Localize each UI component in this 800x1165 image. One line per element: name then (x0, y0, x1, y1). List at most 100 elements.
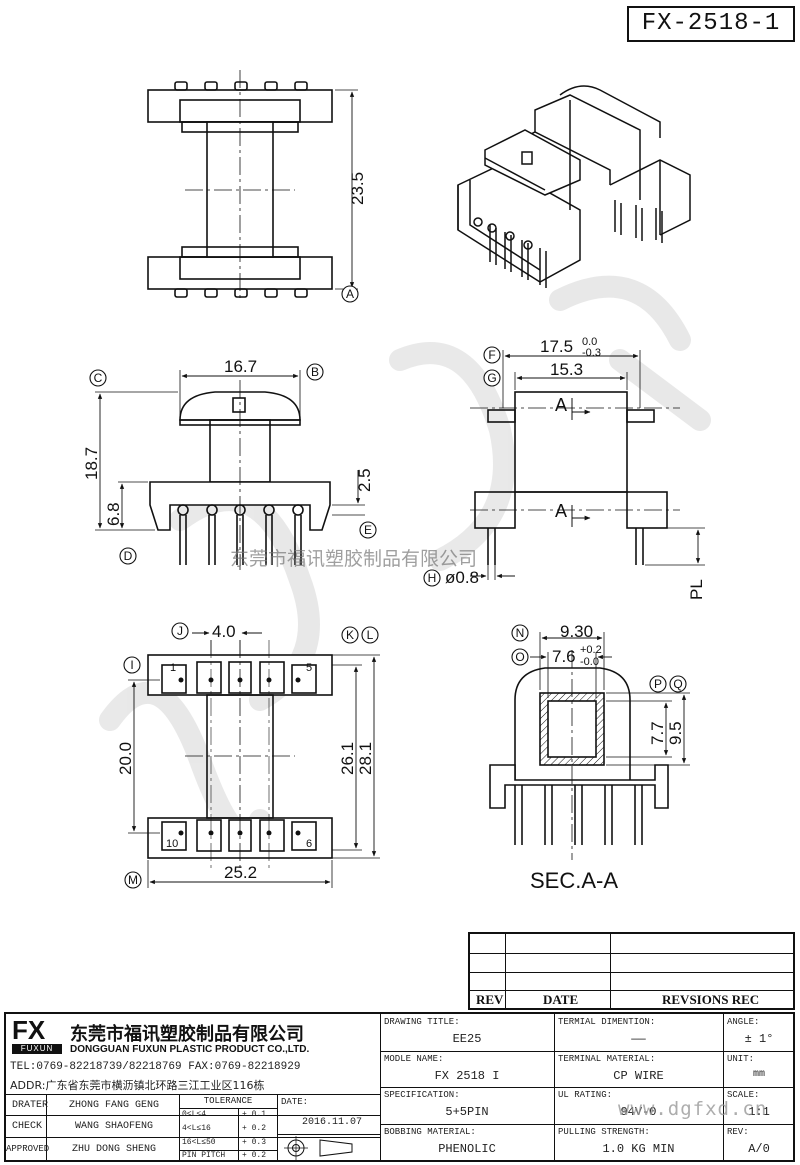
svg-text:H: H (428, 571, 437, 585)
approval-role-check: CHECK (11, 1121, 42, 1132)
dim-base-height: 6.8 (104, 502, 123, 526)
svg-text:J: J (177, 624, 183, 638)
date-label: DATE: (281, 1097, 309, 1107)
approval-name-drafter: ZHONG FANG GENG (68, 1100, 159, 1111)
datum-f: F (483, 346, 501, 364)
scale-value: 1:1 (748, 1105, 770, 1119)
svg-text:D: D (124, 549, 133, 563)
revision-table: REV DATE REVSIONS REC (468, 932, 795, 1010)
tolerance-range-3: 16<L≤50 (182, 1138, 216, 1147)
tolerance-title: TOLERANCE (203, 1096, 253, 1106)
model-name-value: FX 2518 I (434, 1069, 500, 1083)
drawing-title-value: EE25 (452, 1032, 482, 1046)
dim-core-inner: 7.6 (552, 647, 576, 666)
dim-outer-width: 17.5 (540, 337, 573, 356)
datum-m: M (124, 871, 142, 889)
svg-text:K: K (346, 628, 354, 642)
dim-length-2: 28.1 (356, 742, 375, 775)
terminal-dimension-value: —— (631, 1032, 646, 1046)
bobbing-material-value: PHENOLIC (438, 1142, 496, 1156)
svg-text:O: O (515, 650, 524, 664)
dim-outer-tol-upper: 0.0 (582, 336, 597, 348)
dim-height-total: 23.5 (348, 172, 367, 205)
datum-b: B (306, 363, 324, 381)
ul-rating-label: UL RATING: (558, 1090, 613, 1100)
tolerance-range-1: 0<L≤4 (182, 1110, 207, 1119)
rev-column-header: REV (476, 992, 504, 1007)
datum-d: D (119, 547, 137, 565)
bobbing-material-label: BOBBING MATERIAL: (384, 1127, 476, 1137)
svg-text:G: G (487, 371, 496, 385)
dim-length-1: 26.1 (338, 742, 357, 775)
projection-symbol-icon (284, 1136, 353, 1160)
angle-label: ANGLE: (727, 1017, 760, 1027)
company-tel: TEL:0769-82218739/82218769 FAX:0769-8221… (10, 1061, 301, 1073)
dim-core-width: 9.30 (560, 622, 593, 641)
tolerance-range-4: PIN PITCH (182, 1151, 226, 1160)
company-addr: ADDR:广东省东莞市横沥镇北环路三江工业区116栋 (10, 1079, 265, 1092)
terminal-dimension-label: TERMIAL DIMENTION: (558, 1017, 656, 1027)
company-logo: FX (12, 1015, 46, 1045)
svg-text:P: P (654, 677, 662, 691)
dim-core-depth: 7.7 (648, 721, 667, 745)
svg-text:E: E (364, 523, 372, 537)
dim-pin-length: PL (687, 579, 706, 600)
approval-role-approved: APPROVED (6, 1144, 50, 1154)
specification-label: SPECIFICATION: (384, 1090, 460, 1100)
angle-value: ± 1° (744, 1032, 774, 1046)
datum-k: K (341, 626, 359, 644)
section-mark-bottom: A (555, 501, 567, 521)
section-mark-top: A (555, 395, 567, 415)
drawing-title-label: DRAWING TITLE: (384, 1017, 460, 1027)
pin-number-5: 5 (306, 662, 312, 674)
dim-pin-diameter: ø0.8 (445, 568, 479, 587)
svg-text:M: M (128, 873, 138, 887)
pin-number-6: 6 (306, 838, 312, 850)
pulling-strength-value: 1.0 KG MIN (602, 1142, 675, 1156)
datum-c: C (89, 369, 107, 387)
scale-label: SCALE: (727, 1090, 760, 1100)
svg-text:A: A (346, 287, 354, 301)
unit-label: UNIT: (727, 1054, 755, 1064)
terminal-material-value: CP WIRE (613, 1069, 664, 1083)
company-name-cn: 东莞市福讯塑胶制品有限公司 (70, 1024, 304, 1045)
tolerance-value-3: + 0.3 (242, 1138, 267, 1147)
date-value: 2016.11.07 (302, 1117, 363, 1128)
side-view (474, 391, 668, 565)
svg-text:L: L (367, 628, 374, 642)
svg-text:B: B (311, 365, 319, 379)
title-block: FX FUXUN 东莞市福讯塑胶制品有限公司 DONGGUAN FUXUN PL… (4, 1012, 795, 1162)
technical-drawing: 23.5 16.7 18.7 6.8 2.5 17.5 0.0 -0.3 15.… (82, 70, 711, 893)
datum-n: N (511, 624, 529, 642)
datum-e: E (359, 521, 377, 539)
tolerance-value-2: + 0.2 (242, 1124, 267, 1133)
front-view (149, 391, 331, 565)
watermark-company: 东莞市福讯塑胶制品有限公司 (230, 548, 477, 570)
datum-q: Q (669, 675, 687, 693)
model-name-label: MODLE NAME: (384, 1054, 444, 1064)
dim-pin-pitch: 4.0 (212, 622, 236, 641)
specification-value: 5+5PIN (445, 1105, 489, 1119)
tolerance-range-2: 4<L≤16 (182, 1124, 211, 1133)
pin-number-1: 1 (170, 662, 176, 674)
terminal-material-label: TERMINAL MATERIAL: (558, 1054, 656, 1064)
isometric-view (457, 85, 691, 288)
datum-i: I (123, 656, 141, 674)
svg-text:C: C (94, 371, 103, 385)
company-logo-sub: FUXUN (12, 1044, 62, 1054)
svg-text:Q: Q (673, 677, 682, 691)
date-column-header: DATE (543, 992, 579, 1007)
datum-h: H (423, 569, 441, 587)
pulling-strength-label: PULLING STRENGTH: (558, 1127, 650, 1137)
dim-base-length: 25.2 (224, 863, 257, 882)
tolerance-value-4: + 0.2 (242, 1151, 267, 1160)
unit-value: mm (752, 1069, 765, 1080)
approval-role-drafter: DRATER (12, 1100, 49, 1111)
approval-name-approved: ZHU DONG SHENG (71, 1144, 156, 1155)
dim-flange-width: 16.7 (224, 357, 257, 376)
datum-p: P (649, 675, 667, 693)
svg-text:I: I (130, 658, 133, 672)
dim-pin-offset: 2.5 (355, 468, 374, 492)
dim-height-body: 18.7 (82, 447, 101, 480)
dim-outer-tol-lower: -0.3 (582, 347, 601, 359)
